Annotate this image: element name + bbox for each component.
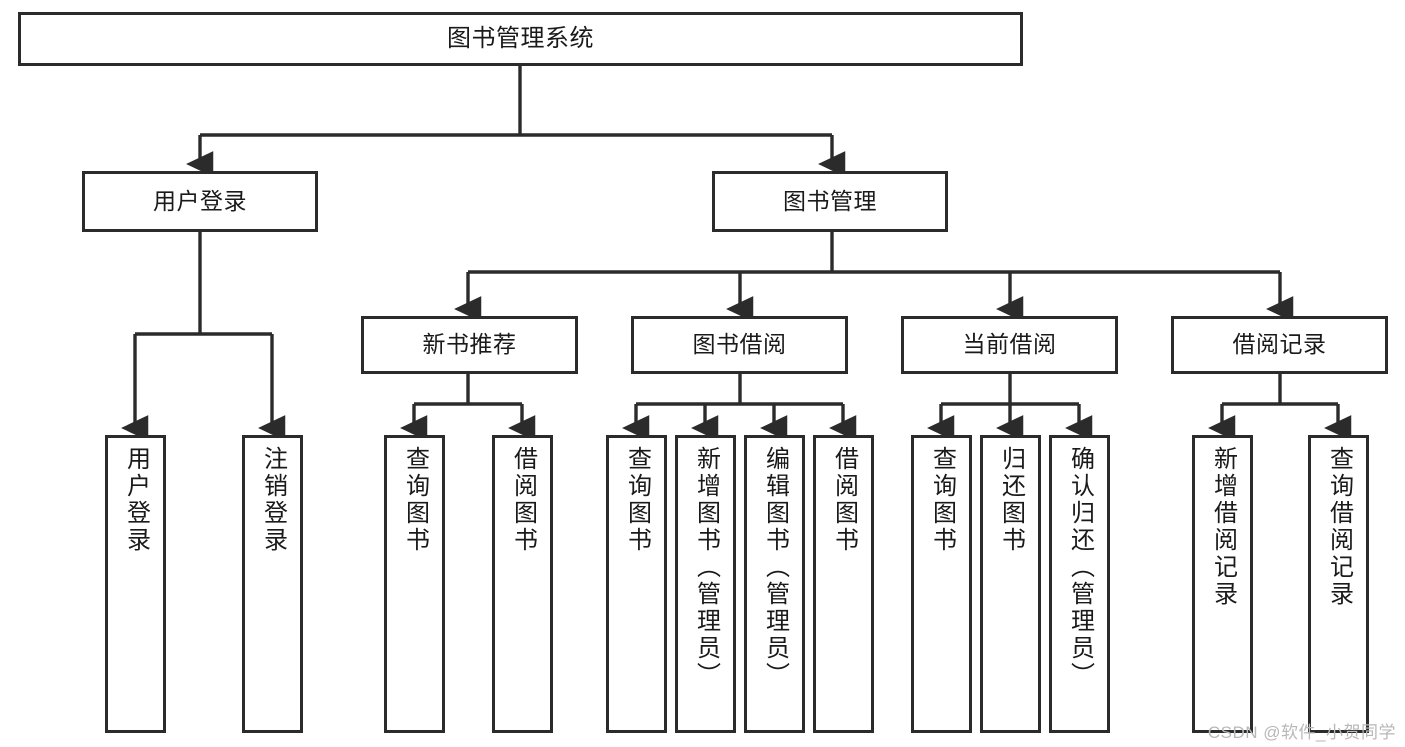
node-leaf-logout-login-label: 注销登录 [259, 446, 287, 554]
node-leaf-edit-book[interactable]: 编辑图书（管理员） [744, 435, 805, 733]
node-leaf-query-book-1-label: 查询图书 [401, 446, 429, 554]
node-leaf-confirm-return-label: 确认归还（管理员） [1066, 446, 1094, 689]
node-leaf-edit-book-label: 编辑图书（管理员） [761, 446, 789, 689]
node-leaf-borrow-book-2[interactable]: 借阅图书 [813, 435, 874, 733]
node-leaf-query-borrow-record-label: 查询借阅记录 [1325, 446, 1353, 608]
node-root-label: 图书管理系统 [447, 24, 594, 52]
node-leaf-add-borrow-record[interactable]: 新增借阅记录 [1192, 435, 1253, 733]
node-leaf-user-login[interactable]: 用户登录 [105, 435, 166, 733]
node-leaf-borrow-book-1[interactable]: 借阅图书 [492, 435, 553, 733]
node-leaf-return-book-label: 归还图书 [997, 446, 1025, 554]
node-leaf-query-book-2[interactable]: 查询图书 [606, 435, 667, 733]
node-book-management[interactable]: 图书管理 [712, 171, 948, 232]
node-leaf-add-book[interactable]: 新增图书（管理员） [675, 435, 736, 733]
node-leaf-borrow-book-2-label: 借阅图书 [830, 446, 858, 554]
node-root[interactable]: 图书管理系统 [18, 12, 1023, 66]
node-borrow-record[interactable]: 借阅记录 [1171, 316, 1388, 374]
node-new-book-recommend[interactable]: 新书推荐 [361, 316, 578, 374]
node-book-management-label: 图书管理 [783, 187, 877, 214]
node-user-login-label: 用户登录 [153, 187, 247, 214]
node-current-borrow[interactable]: 当前借阅 [901, 316, 1118, 374]
node-book-borrow-label: 图书借阅 [692, 331, 787, 358]
node-leaf-query-book-3-label: 查询图书 [928, 446, 956, 554]
node-leaf-add-book-label: 新增图书（管理员） [692, 446, 720, 689]
node-leaf-return-book[interactable]: 归还图书 [980, 435, 1041, 733]
node-leaf-query-book-3[interactable]: 查询图书 [911, 435, 972, 733]
node-book-borrow[interactable]: 图书借阅 [631, 316, 848, 374]
node-leaf-confirm-return[interactable]: 确认归还（管理员） [1049, 435, 1110, 733]
node-leaf-user-login-label: 用户登录 [122, 446, 150, 554]
node-leaf-add-borrow-record-label: 新增借阅记录 [1209, 446, 1237, 608]
watermark-text: CSDN @软件_小贺同学 [1207, 723, 1396, 742]
node-leaf-logout-login[interactable]: 注销登录 [242, 435, 303, 733]
node-leaf-query-book-1[interactable]: 查询图书 [384, 435, 445, 733]
node-borrow-record-label: 借阅记录 [1232, 331, 1327, 358]
node-new-book-recommend-label: 新书推荐 [422, 331, 517, 358]
node-leaf-query-book-2-label: 查询图书 [623, 446, 651, 554]
node-user-login[interactable]: 用户登录 [82, 171, 318, 232]
node-leaf-query-borrow-record[interactable]: 查询借阅记录 [1308, 435, 1369, 733]
node-current-borrow-label: 当前借阅 [962, 331, 1057, 358]
node-leaf-borrow-book-1-label: 借阅图书 [509, 446, 537, 554]
